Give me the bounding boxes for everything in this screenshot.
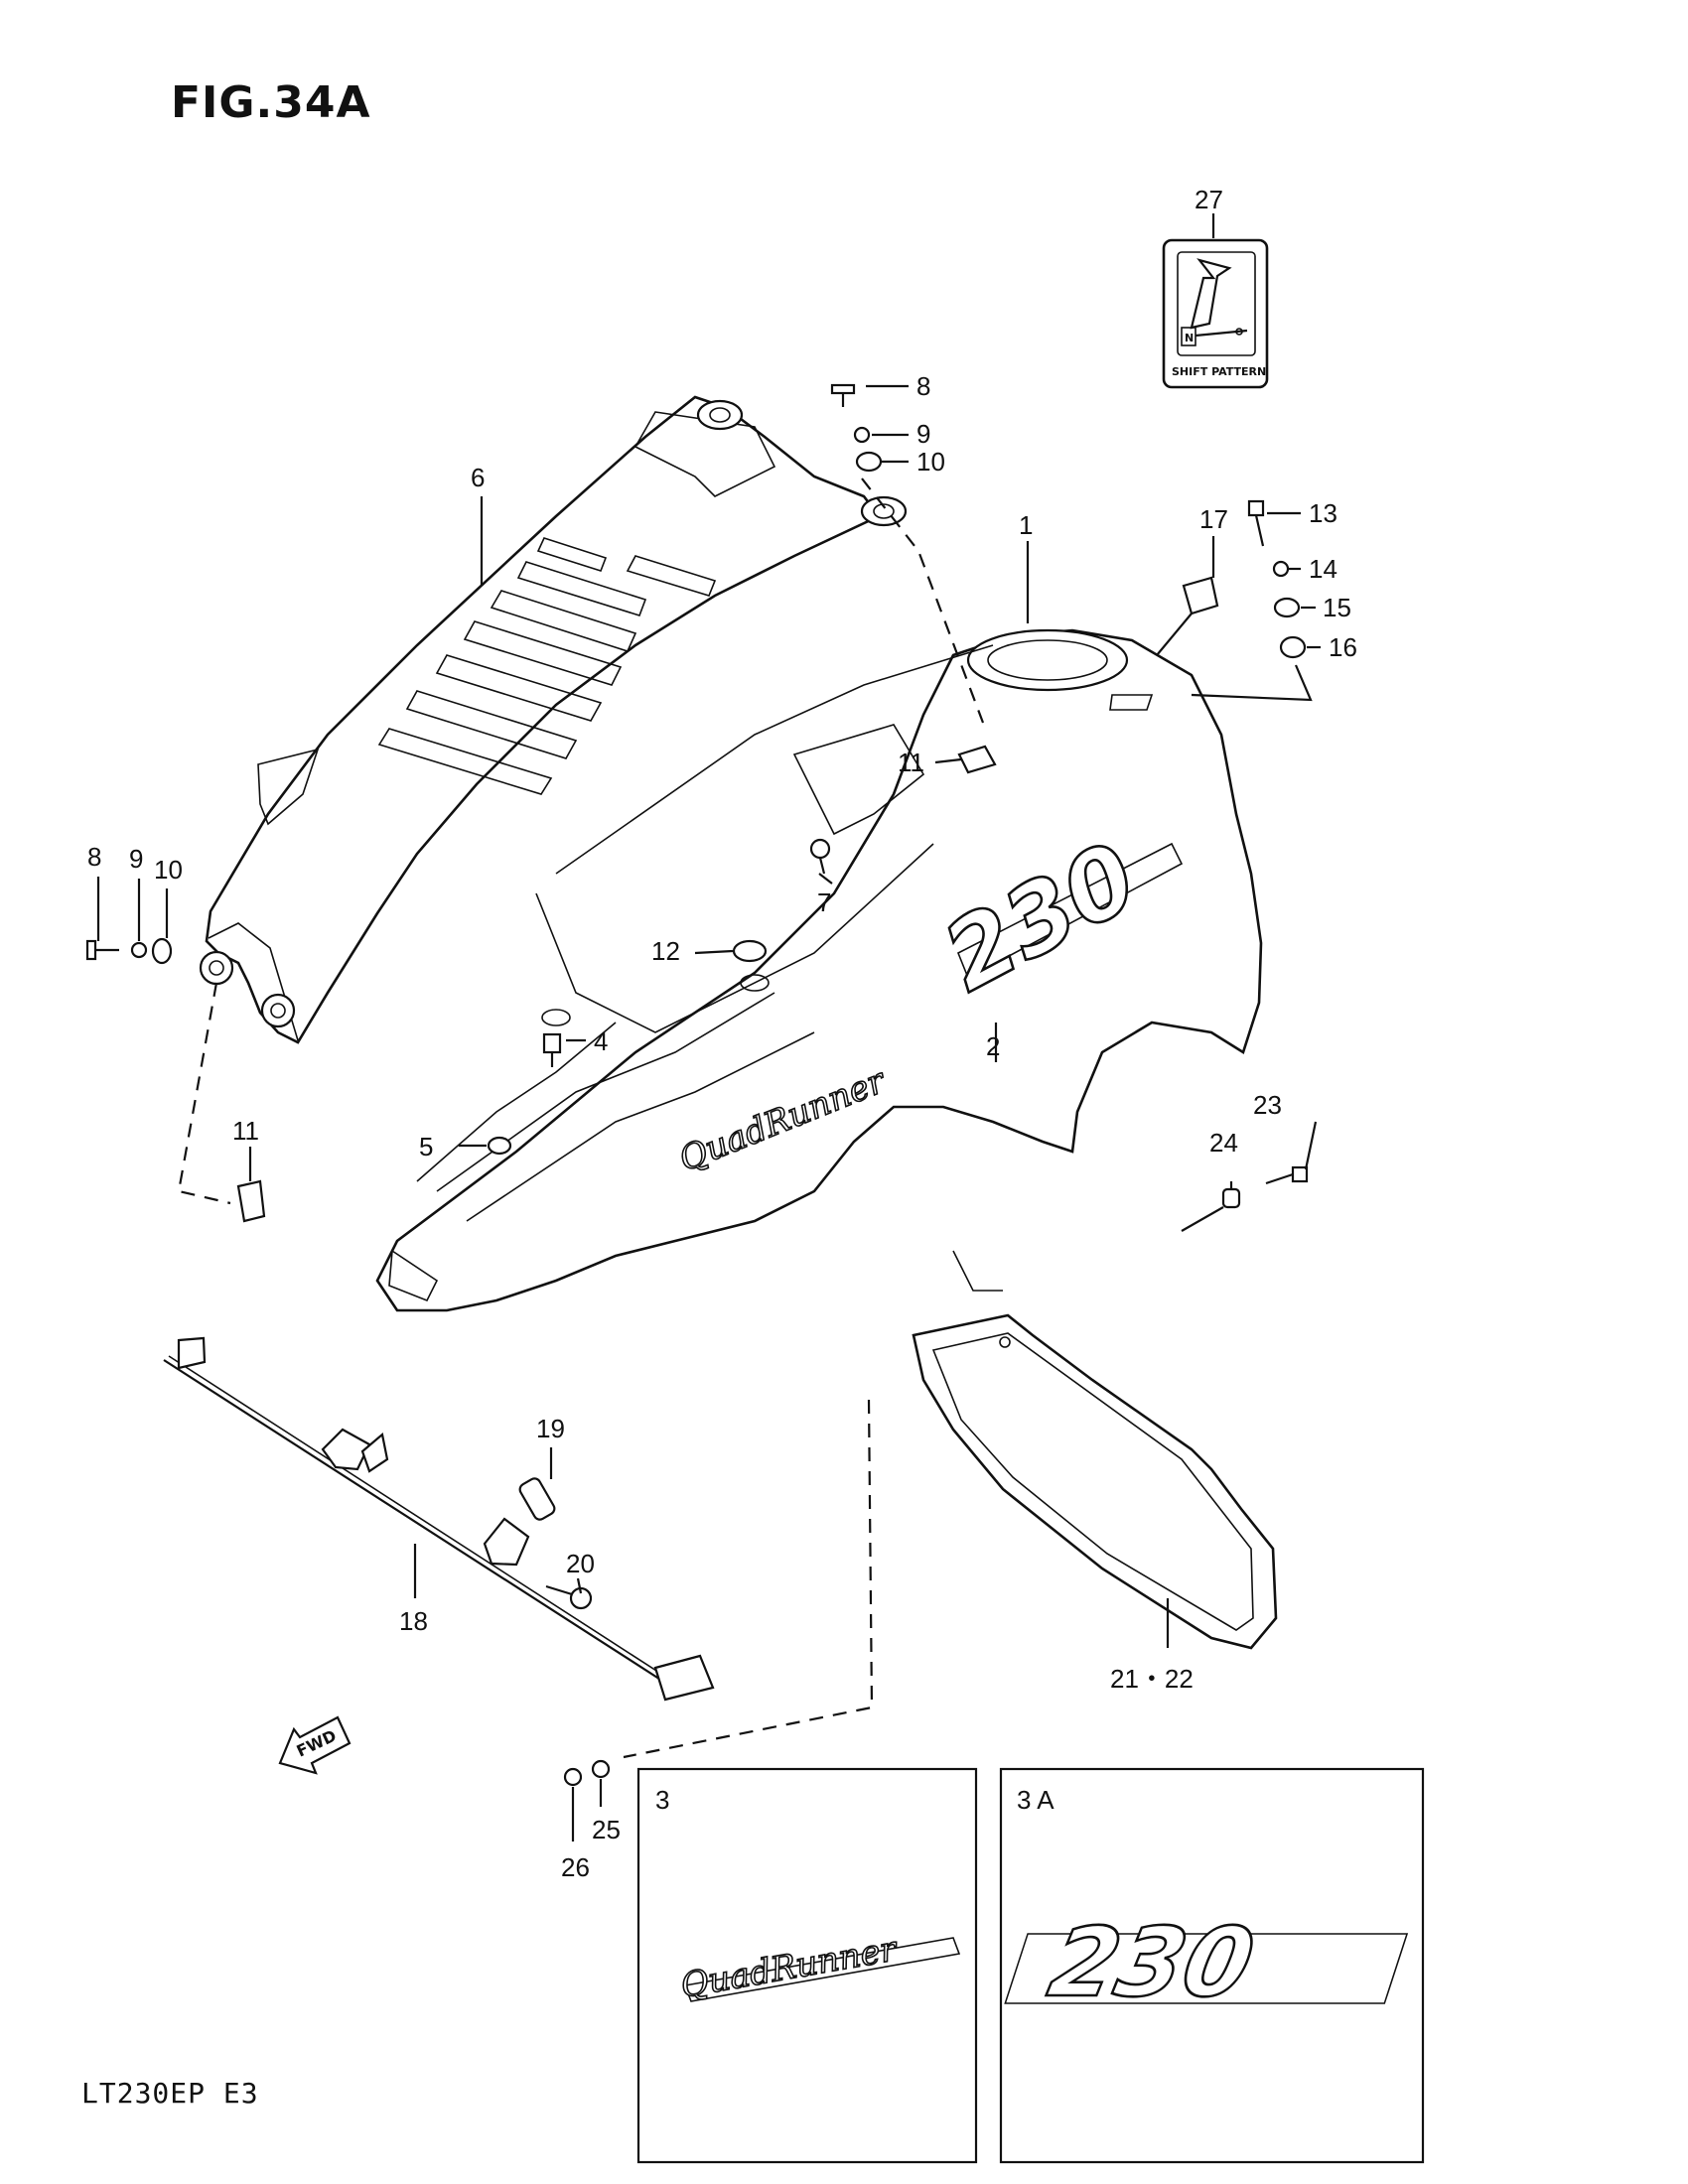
- shift-sign-caption: SHIFT PATTERN: [1172, 365, 1266, 378]
- callout-11-center: 11: [898, 748, 924, 777]
- front-fender-upper-panel: [199, 395, 908, 1044]
- mud-flap: [912, 1313, 1278, 1650]
- callout-5: 5: [419, 1132, 433, 1161]
- callout-7: 7: [817, 887, 831, 917]
- callout-2: 2: [986, 1031, 1000, 1061]
- inset-3-decal: QuadRunner: [678, 1929, 902, 2006]
- callout-16: 16: [1329, 632, 1357, 662]
- fwd-arrow-icon: FWD: [278, 1715, 352, 1775]
- callout-25: 25: [592, 1815, 621, 1844]
- callout-26: 26: [561, 1852, 590, 1882]
- callout-20: 20: [566, 1549, 595, 1578]
- callout-8-left: 8: [87, 842, 101, 872]
- shift-sign-n: N: [1185, 332, 1194, 344]
- fender-bracket-bar: [163, 1336, 715, 1702]
- model-code: LT230EP E3: [81, 2077, 259, 2110]
- callout-10-top: 10: [916, 447, 945, 477]
- callout-14: 14: [1309, 554, 1337, 584]
- leader-lines: [96, 384, 1321, 1842]
- callout-11-left: 11: [232, 1116, 259, 1146]
- callout-1: 1: [1019, 510, 1033, 540]
- callout-9-left: 9: [129, 844, 143, 874]
- callout-10-left: 10: [154, 855, 183, 885]
- callout-21-22: 21・22: [1110, 1664, 1194, 1694]
- inset-box-3a: 3 A 230: [999, 1767, 1425, 2164]
- callout-15: 15: [1323, 593, 1351, 622]
- callout-27: 27: [1195, 185, 1223, 214]
- shift-pattern-sign: N SHIFT PATTERN: [1162, 238, 1269, 389]
- callout-23: 23: [1253, 1090, 1282, 1120]
- figure-title: FIG.34A: [171, 77, 371, 128]
- callout-6: 6: [471, 463, 485, 492]
- inset-box-3: 3 QuadRunner: [636, 1767, 978, 2164]
- callout-labels: 27 8 9 10 1 6 17 13 14 15 16 8 9 10 11 7…: [87, 185, 1357, 1882]
- callout-18: 18: [399, 1606, 428, 1636]
- callout-9-top: 9: [916, 419, 930, 449]
- callout-13: 13: [1309, 498, 1337, 528]
- callout-4: 4: [594, 1026, 608, 1056]
- inset-3-label: 3: [655, 1785, 669, 1815]
- callout-8-top: 8: [916, 371, 930, 401]
- inset-3a-decal: 230: [1041, 1907, 1263, 2018]
- callout-12: 12: [651, 936, 680, 966]
- inset-3a-label: 3 A: [1017, 1785, 1055, 1815]
- front-fender-main-body: 230 QuadRunner: [375, 628, 1263, 1312]
- callout-17: 17: [1199, 504, 1228, 534]
- callout-19: 19: [536, 1414, 565, 1443]
- callout-24: 24: [1209, 1128, 1238, 1158]
- hardware-items: [85, 383, 1309, 1787]
